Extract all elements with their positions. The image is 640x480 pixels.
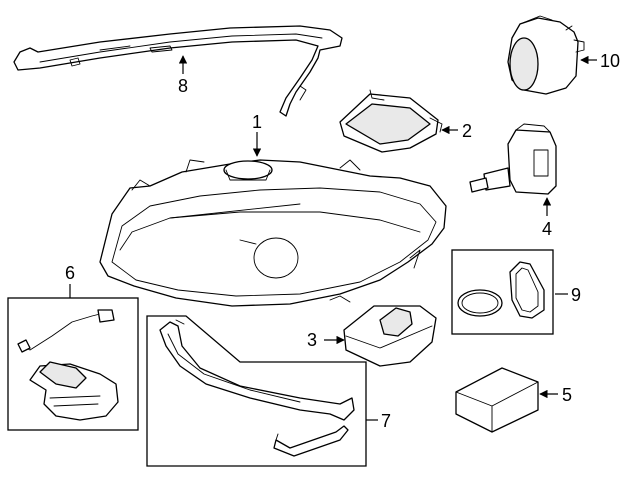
callout-9: 9 (571, 285, 581, 305)
callout-3: 3 (307, 330, 317, 350)
callout-10: 10 (600, 51, 620, 71)
part-4-bulb (469, 123, 557, 195)
part-1-headlamp-assembly (99, 159, 447, 307)
part-9-box (451, 249, 554, 335)
part-6-sensor-lever (17, 309, 119, 421)
callout-5: 5 (562, 385, 572, 405)
part-7-bracket (159, 319, 355, 457)
callout-8: 8 (178, 76, 188, 96)
part-6-box (7, 297, 139, 431)
part-7-box (146, 315, 367, 467)
part-3-control-unit (343, 305, 437, 367)
part-9-seals (457, 261, 545, 319)
callout-4: 4 (542, 219, 552, 239)
part-8-trim-strip (13, 25, 343, 117)
part-2-ignitor (339, 89, 443, 153)
callout-6: 6 (65, 263, 75, 283)
callout-2: 2 (462, 121, 472, 141)
callout-7: 7 (381, 411, 391, 431)
part-5-module (455, 367, 539, 433)
callout-1: 1 (252, 112, 262, 132)
part-10-bulb-cap (507, 15, 585, 95)
